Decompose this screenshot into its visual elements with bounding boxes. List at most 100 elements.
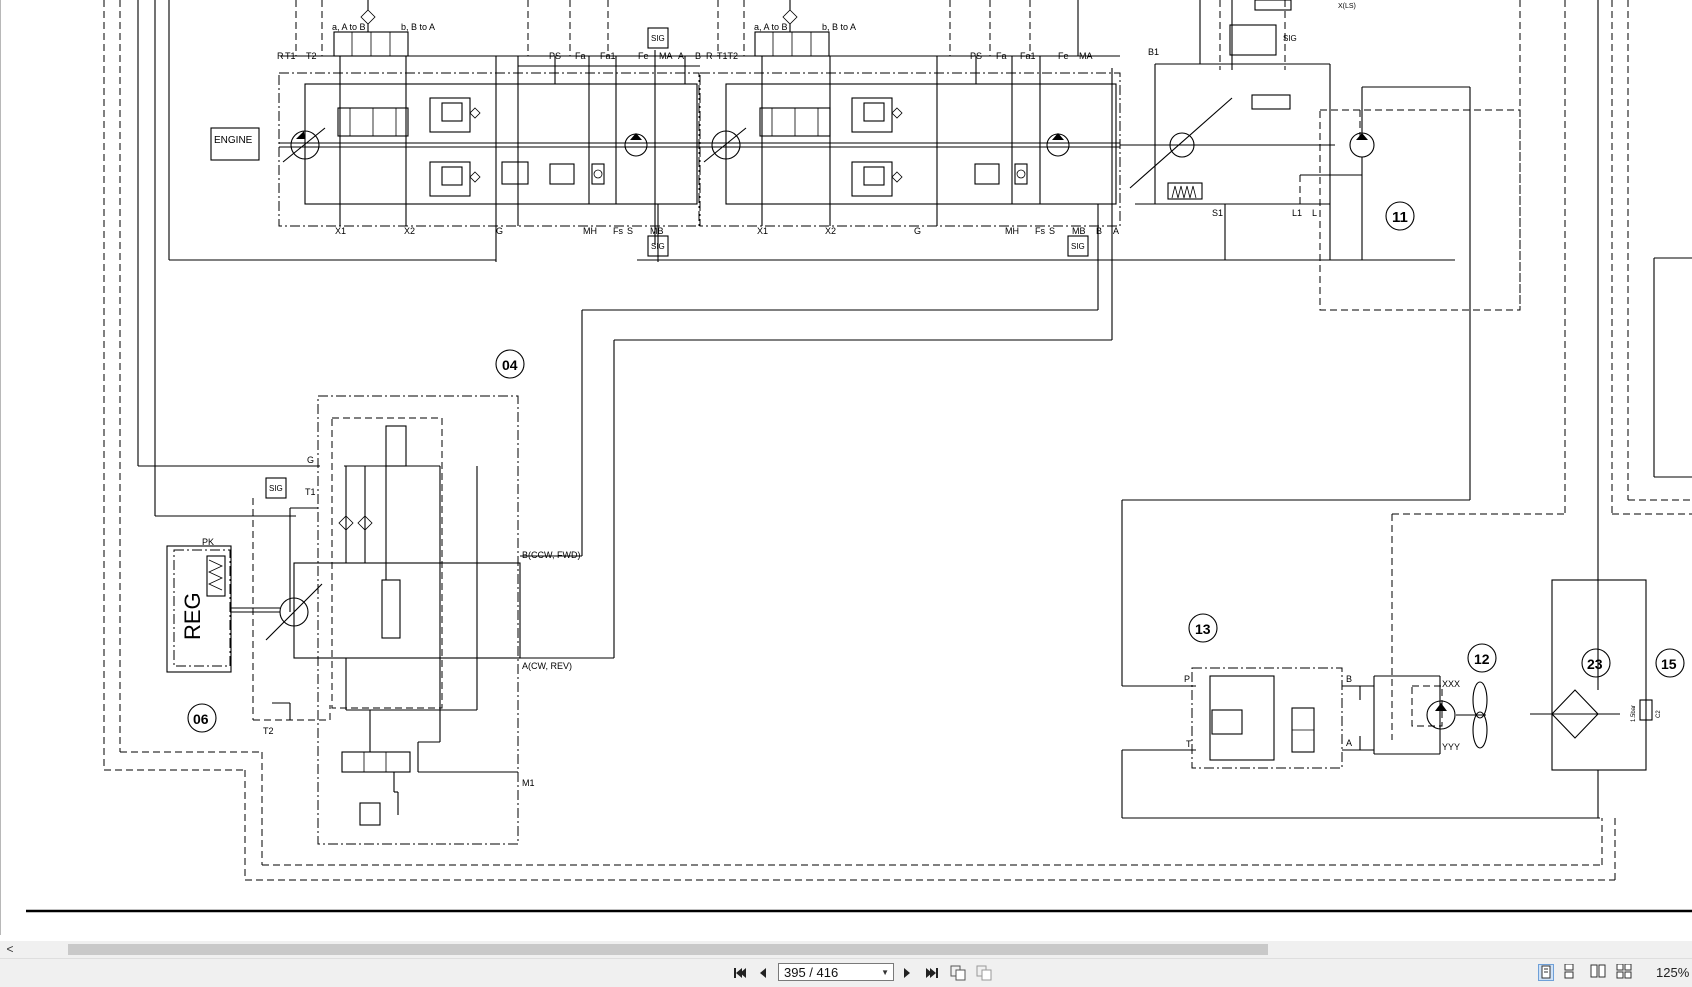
port-label-s: S (1049, 226, 1055, 236)
port-label-a: A (1113, 226, 1119, 236)
port-label-xxx: XXX (1442, 679, 1460, 689)
previous-page-button[interactable] (754, 963, 770, 983)
facing-view-icon (1590, 964, 1606, 978)
port-label-fe: Fe (1058, 51, 1069, 61)
port-label-t2: T2 (263, 726, 274, 736)
port-label-a-to-b: a, A to B (332, 22, 366, 32)
port-label-ps: PS (970, 51, 982, 61)
port-label-t1t2: T1T2 (717, 51, 738, 61)
port-label-fa: Fa (996, 51, 1007, 61)
port-label-mb: MB (1072, 226, 1086, 236)
port-label-yyy: YYY (1442, 742, 1460, 752)
port-label-x2: X2 (825, 226, 836, 236)
port-label-t2: T2 (306, 51, 317, 61)
callout-06: 06 (193, 711, 209, 727)
engine-label: ENGINE (214, 135, 253, 146)
port-label-l: L (1312, 208, 1317, 218)
copy-page-button[interactable] (948, 963, 968, 983)
port-label-a: A (1346, 738, 1352, 748)
last-page-icon (926, 968, 938, 978)
port-label-x2: X2 (404, 226, 415, 236)
bottom-toolbar: 395 / 416 ▼ 125% (0, 958, 1692, 987)
port-label-p: P (1184, 674, 1190, 684)
port-label-b: B (1346, 674, 1352, 684)
port-label-mh: MH (1005, 226, 1019, 236)
port-label-ps: PS (549, 51, 561, 61)
continuous-view-button[interactable] (1562, 963, 1578, 981)
port-label-r: R (706, 51, 713, 61)
page-indicator: 395 / 416 (784, 965, 839, 980)
continuous-view-icon (1564, 963, 1574, 979)
facing-view-button[interactable] (1590, 964, 1606, 981)
callout-12: 12 (1474, 651, 1490, 667)
copy-page-icon (950, 965, 966, 981)
port-label-fa1: Fa1 (600, 51, 616, 61)
paste-page-button[interactable] (974, 963, 994, 983)
viewport-left-border (0, 0, 1, 935)
port-label-fa1: Fa1 (1020, 51, 1036, 61)
next-page-icon (904, 968, 910, 978)
port-label-b-to-a: b, B to A (401, 22, 435, 32)
previous-page-icon (760, 968, 766, 978)
port-label-x1: X1 (757, 226, 768, 236)
port-label-t1: T1 (285, 51, 296, 61)
page-number-field[interactable]: 395 / 416 ▼ (778, 963, 894, 981)
port-label-c2: C2 (1656, 710, 1662, 718)
callout-13: 13 (1195, 621, 1211, 637)
port-label-b: B (1096, 226, 1102, 236)
continuous-facing-view-button[interactable] (1616, 963, 1632, 981)
sig-label: SIG (651, 242, 665, 251)
pump-group-middle: SIG R T1T2 a, A to B b, B to A PS Fa Fa1… (699, 0, 1159, 340)
port-label-g: G (496, 226, 503, 236)
port-label-b: B (695, 51, 701, 61)
paste-page-icon (976, 965, 992, 981)
pump-group-left: SIG SIG R T1 T2 a, A to B b, B to A PS F… (277, 0, 701, 262)
sig-label: SIG (269, 484, 283, 493)
first-page-button[interactable] (730, 963, 750, 983)
port-label-x1: X1 (335, 226, 346, 236)
port-label-a: A (678, 51, 684, 61)
port-label-fa: Fa (575, 51, 586, 61)
scroll-thumb[interactable] (68, 944, 1268, 955)
pump-group-right: 11 S1 L1 L X(LS) SIG (168, 0, 1521, 500)
port-label-t: T (1186, 739, 1192, 749)
document-viewport[interactable]: SIG SIG R T1 T2 a, A to B b, B to A PS F… (0, 0, 1692, 935)
first-page-icon (734, 968, 746, 978)
port-label-fs: Fs (613, 226, 623, 236)
port-label-ma: MA (1079, 51, 1093, 61)
reg-label: REG (180, 592, 205, 640)
port-label-fs: Fs (1035, 226, 1045, 236)
main-piping (103, 0, 1692, 881)
port-label-s: S (627, 226, 633, 236)
port-label-g: G (307, 455, 314, 465)
port-label-g: G (914, 226, 921, 236)
swing-motor-group: SIG 04 06 REG PK G T1 T2 B(CCW, FWD) A(C… (166, 349, 581, 845)
port-label-b1: B1 (1148, 47, 1159, 57)
port-label-t1: T1 (305, 487, 316, 497)
callout-23: 23 (1587, 656, 1603, 672)
port-label-a-cw: A(CW, REV) (522, 661, 572, 671)
single-page-view-button[interactable] (1538, 964, 1554, 981)
zoom-level[interactable]: 125% (1656, 965, 1690, 980)
port-label-bar: 1.5bar (1631, 705, 1637, 722)
port-label-l1: L1 (1292, 208, 1302, 218)
continuous-facing-icon (1616, 963, 1632, 979)
port-label-a-to-b: a, A to B (754, 22, 788, 32)
callout-15: 15 (1661, 656, 1677, 672)
last-page-button[interactable] (922, 963, 942, 983)
hydraulic-schematic: SIG SIG R T1 T2 a, A to B b, B to A PS F… (26, 0, 1692, 913)
port-label-s1: S1 (1212, 208, 1223, 218)
port-label-ma: MA (659, 51, 673, 61)
sig-label: SIG (651, 34, 665, 43)
scroll-left-button[interactable]: < (2, 941, 18, 958)
page-dropdown-icon: ▼ (881, 968, 889, 977)
sig-label: SIG (1071, 242, 1085, 251)
port-label-b-ccw: B(CCW, FWD) (522, 550, 581, 560)
port-label-m1: M1 (522, 778, 535, 788)
port-label-mb: MB (650, 226, 664, 236)
next-page-button[interactable] (900, 963, 916, 983)
sig-label: SIG (1283, 34, 1297, 43)
scroll-left-icon: < (6, 942, 14, 956)
callout-11: 11 (1392, 209, 1408, 226)
horizontal-scrollbar[interactable]: < (0, 941, 1692, 958)
